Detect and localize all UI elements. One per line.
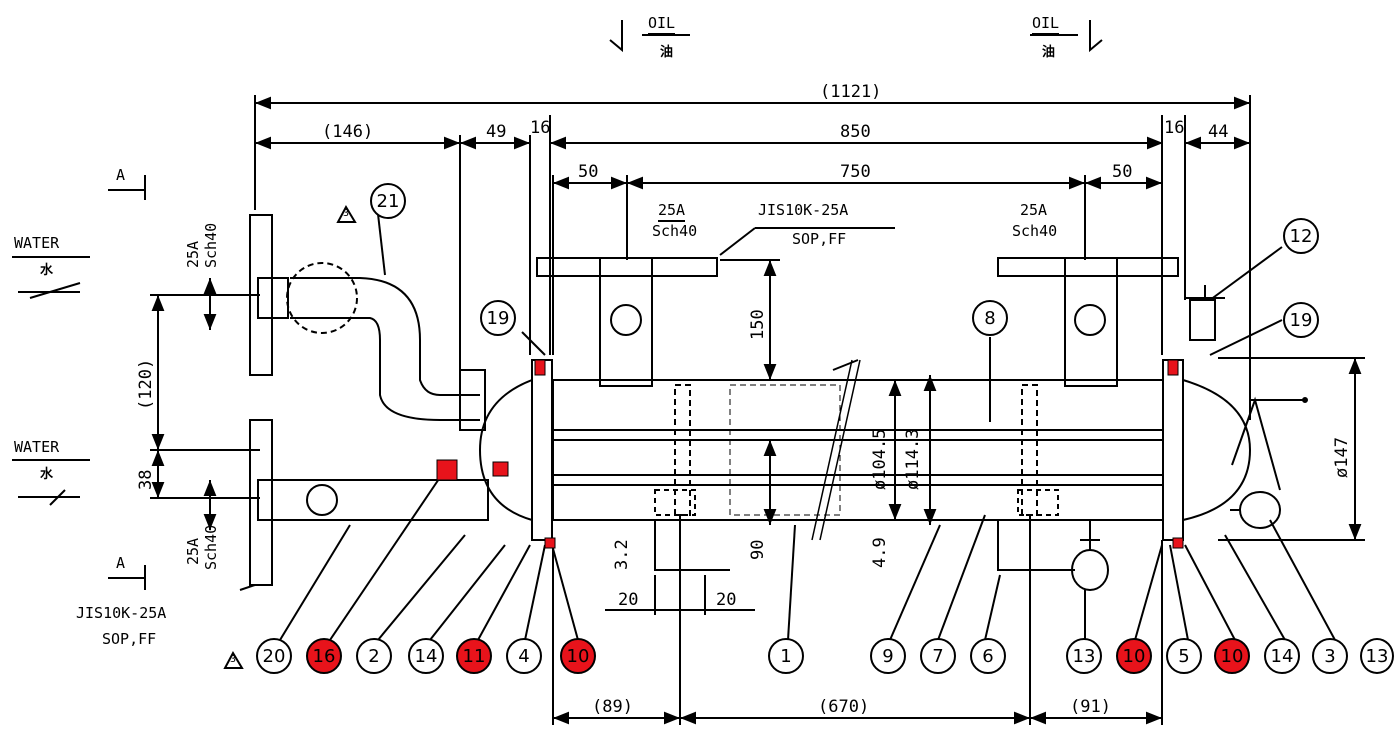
part-balloon: 1 — [768, 638, 804, 674]
revision-mark-bottom: 3 — [230, 654, 237, 665]
oil-outlet-kanji: 油 — [1042, 45, 1056, 60]
nozzle-top-right-sch: Sch40 — [1012, 222, 1058, 240]
dim-150: 150 — [748, 309, 768, 340]
oil-outlet-label: OIL — [1032, 16, 1060, 35]
flange-spec-top: JIS10K-25A — [758, 201, 849, 219]
nozzle-top-left-size: 25A — [658, 203, 686, 222]
dim-104: ø104.5 — [870, 428, 890, 490]
dim-overall: (1121) — [820, 82, 882, 102]
water-upper-kanji: 水 — [40, 263, 54, 278]
water-upper-size: 25A — [184, 240, 202, 268]
dim-147: ø147 — [1332, 437, 1352, 478]
part-balloon: 3 — [1312, 638, 1348, 674]
dim-120: (120) — [136, 358, 156, 410]
water-upper-sch: Sch40 — [202, 222, 220, 268]
water-lower-kanji: 水 — [40, 467, 54, 482]
part-balloon-21: 21 — [370, 183, 406, 219]
oil-inlet-label: OIL — [648, 16, 676, 35]
dim-50-right: 50 — [1112, 162, 1133, 182]
flange-type-bottom: SOP,FF — [102, 630, 157, 648]
dim-20-left: 20 — [618, 590, 639, 610]
dim-89: (89) — [592, 697, 633, 717]
dim-90: 90 — [748, 539, 768, 560]
water-lower-size: 25A — [184, 537, 202, 565]
part-balloon: 5 — [1166, 638, 1202, 674]
section-mark-bottom: A — [116, 554, 126, 572]
part-balloon-12: 12 — [1283, 218, 1319, 254]
part-balloon: 14 — [1264, 638, 1300, 674]
oil-inlet-kanji: 油 — [660, 45, 674, 60]
part-balloon: 20 — [256, 638, 292, 674]
dim-50-left: 50 — [578, 162, 599, 182]
dim-49: 49 — [486, 122, 507, 142]
nozzle-top-left-sch: Sch40 — [652, 222, 698, 240]
water-upper-label: WATER — [14, 234, 60, 252]
part-balloon: 13 — [1066, 638, 1102, 674]
part-balloon-8: 8 — [972, 300, 1008, 336]
part-balloon: 13 — [1360, 638, 1394, 674]
part-balloon: 4 — [506, 638, 542, 674]
flange-spec-bottom: JIS10K-25A — [76, 604, 167, 622]
part-balloon: 14 — [408, 638, 444, 674]
part-balloon-highlighted: 11 — [456, 638, 492, 674]
dim-750: 750 — [840, 162, 871, 182]
revision-mark-top: 3 — [343, 208, 350, 219]
part-balloon: 7 — [920, 638, 956, 674]
dim-16-left: 16 — [530, 118, 551, 138]
part-balloon-highlighted: 16 — [306, 638, 342, 674]
flange-type-top: SOP,FF — [792, 230, 847, 248]
section-mark-top: A — [116, 166, 126, 184]
part-balloon-19-right: 19 — [1283, 302, 1319, 338]
dim-20-right: 20 — [716, 590, 737, 610]
nozzle-top-right-size: 25A — [1020, 201, 1048, 219]
dim-114: ø114.3 — [903, 428, 923, 490]
dim-16-right: 16 — [1164, 118, 1185, 138]
dim-38: 38 — [136, 469, 156, 490]
part-balloon-19-left: 19 — [480, 300, 516, 336]
part-balloon-highlighted: 10 — [1214, 638, 1250, 674]
dim-146: (146) — [322, 122, 374, 142]
part-balloon-highlighted: 10 — [1116, 638, 1152, 674]
water-lower-sch: Sch40 — [202, 524, 220, 570]
dim-44: 44 — [1208, 122, 1229, 142]
part-balloon: 6 — [970, 638, 1006, 674]
part-balloon-highlighted: 10 — [560, 638, 596, 674]
dim-670: (670) — [818, 697, 870, 717]
dim-850: 850 — [840, 122, 871, 142]
dim-3-2: 3.2 — [612, 539, 632, 570]
part-balloon: 2 — [356, 638, 392, 674]
dim-91: (91) — [1070, 697, 1111, 717]
part-balloon: 9 — [870, 638, 906, 674]
water-lower-label: WATER — [14, 438, 60, 456]
dim-4-9: 4.9 — [870, 537, 890, 568]
